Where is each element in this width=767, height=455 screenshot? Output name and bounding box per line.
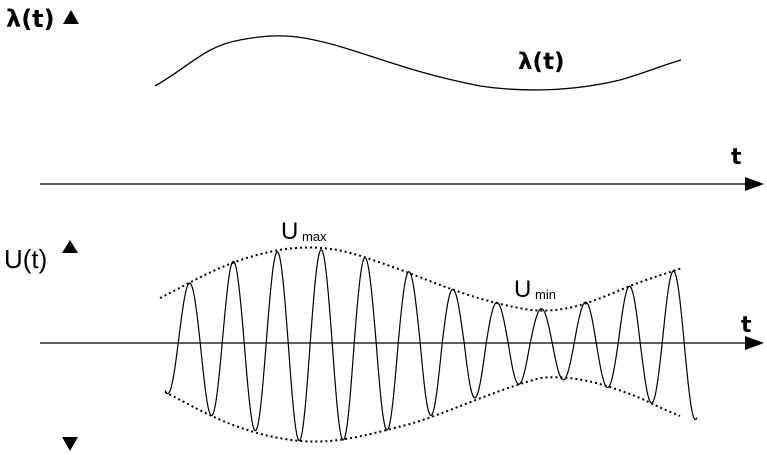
top-time-axis-label: t: [731, 145, 742, 170]
lambda-axis-label: λ(t): [6, 5, 55, 33]
lambda-axis-arrow-icon: [63, 10, 79, 24]
umax-label-subscript: max: [302, 229, 327, 244]
modulated-oscillation-wave: [164, 248, 698, 442]
bottom-time-axis-arrow-icon: [745, 336, 764, 350]
voltage-axis-up-arrow-icon: [62, 240, 78, 253]
lambda-curve: [154, 35, 682, 91]
umax-label-main: U: [281, 218, 298, 245]
umin-label-main: U: [514, 276, 531, 303]
umin-label: U min: [514, 276, 556, 303]
umax-label: U max: [281, 218, 327, 245]
lambda-curve-label: λ(t): [518, 49, 565, 75]
umin-label-subscript: min: [535, 287, 556, 302]
voltage-axis-down-arrow-icon: [62, 437, 78, 451]
voltage-axis-label: U(t): [4, 244, 47, 274]
lower-envelope-curve: [164, 376, 681, 443]
bottom-time-axis-label: t: [741, 313, 752, 338]
top-time-axis-arrow-icon: [745, 177, 764, 191]
